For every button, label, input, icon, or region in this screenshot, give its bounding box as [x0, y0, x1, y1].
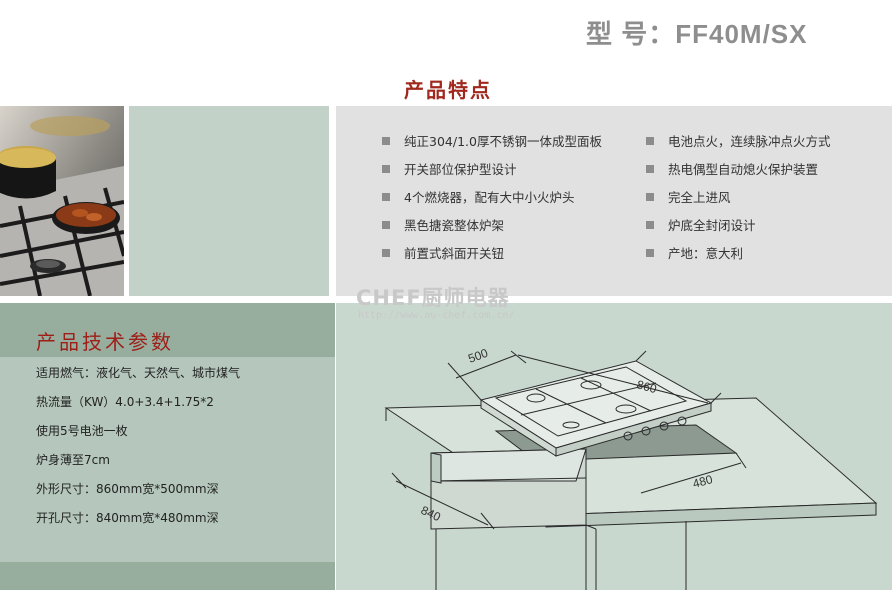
feature-item: 热电偶型自动熄火保护装置: [646, 159, 818, 178]
decorative-green-block: [129, 106, 329, 296]
dim-depth-label: 500: [466, 346, 490, 366]
spec-title: 产品技术参数: [36, 330, 174, 354]
bullet-icon: [646, 220, 654, 229]
product-photo: [0, 106, 124, 296]
spec-row: 炉身薄至7cm: [0, 447, 335, 473]
spec-row: [0, 534, 335, 560]
dim-cut-depth-label: 480: [691, 472, 714, 491]
spec-row: 开孔尺寸：840mm宽*480mm深: [0, 505, 335, 531]
spec-row: 适用燃气：液化气、天然气、城市煤气: [0, 360, 335, 386]
feature-item: 产地：意大利: [646, 243, 743, 262]
watermark: CHEF厨师电器 http://www.au-chef.com.cn/: [356, 282, 515, 321]
feature-item: 纯正304/1.0厚不锈钢一体成型面板: [382, 131, 602, 150]
bullet-icon: [646, 248, 654, 257]
watermark-url: http://www.au-chef.com.cn/: [358, 310, 515, 321]
feature-item: 4个燃烧器，配有大中小火炉头: [382, 187, 574, 206]
feature-item: 电池点火，连续脉冲点火方式: [646, 131, 831, 150]
spec-header: [0, 303, 335, 357]
bullet-icon: [382, 136, 390, 145]
spec-row: 热流量（KW）4.0+3.4+1.75*2: [0, 389, 335, 415]
watermark-logo: CHEF厨师电器: [356, 286, 510, 310]
bullet-icon: [646, 192, 654, 201]
feature-item: 前置式斜面开关钮: [382, 243, 504, 262]
feature-item: 黑色搪瓷整体炉架: [382, 215, 504, 234]
features-title: 产品特点: [404, 78, 492, 102]
features-box: 纯正304/1.0厚不锈钢一体成型面板 开关部位保护型设计 4个燃烧器，配有大中…: [336, 106, 892, 296]
feature-item: 炉底全封闭设计: [646, 215, 756, 234]
bullet-icon: [382, 248, 390, 257]
spec-row: 外形尺寸：860mm宽*500mm深: [0, 476, 335, 502]
bullet-icon: [646, 136, 654, 145]
bullet-icon: [382, 220, 390, 229]
bullet-icon: [382, 192, 390, 201]
model-number: 型 号：FF40M/SX: [586, 19, 808, 49]
feature-item: 开关部位保护型设计: [382, 159, 517, 178]
bullet-icon: [646, 164, 654, 173]
bullet-icon: [382, 164, 390, 173]
dim-width-label: 860: [635, 377, 658, 396]
spec-row: 使用5号电池一枚: [0, 418, 335, 444]
spec-footer: [0, 562, 335, 590]
installation-diagram: 500 860 480 840: [336, 303, 892, 590]
feature-item: 完全上进风: [646, 187, 731, 206]
